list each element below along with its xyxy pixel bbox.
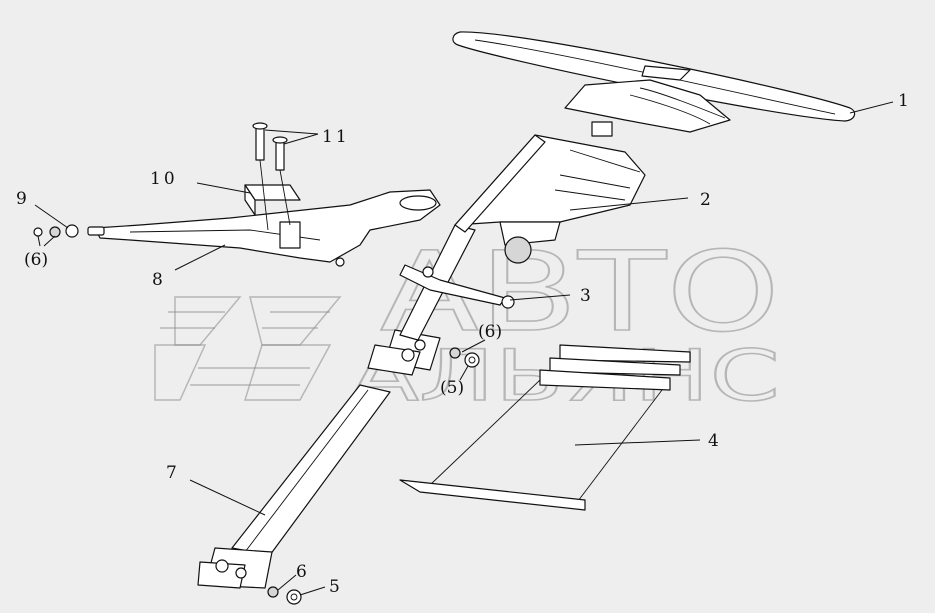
upper-universal-joint bbox=[367, 329, 480, 376]
mounting-bolts bbox=[252, 122, 291, 231]
callout-labels: 1 2 3 4 (5) 5 (6) (6) 6 7 8 9 10 11 bbox=[16, 91, 909, 597]
callout-10: 10 bbox=[150, 169, 178, 189]
steering-column bbox=[454, 121, 646, 264]
callout-9: 9 bbox=[16, 189, 27, 209]
callout-6a: (6) bbox=[478, 322, 502, 342]
support-link bbox=[399, 264, 515, 309]
callout-1: 1 bbox=[898, 91, 909, 111]
steering-wheel bbox=[452, 31, 856, 133]
callout-5b: 5 bbox=[329, 577, 340, 597]
intermediate-shaft bbox=[231, 384, 391, 556]
callout-3: 3 bbox=[580, 286, 591, 306]
callout-11: 11 bbox=[322, 127, 350, 147]
clamp-plate bbox=[244, 184, 301, 216]
callout-8: 8 bbox=[152, 270, 163, 290]
callout-6b: (6) bbox=[24, 250, 48, 270]
callout-7: 7 bbox=[166, 463, 177, 483]
bracket-fasteners bbox=[33, 224, 105, 238]
dust-boot bbox=[399, 344, 691, 511]
callout-6c: 6 bbox=[296, 562, 307, 582]
watermark-logo bbox=[154, 296, 342, 401]
callout-5a: (5) bbox=[440, 378, 464, 398]
callout-2: 2 bbox=[700, 190, 711, 210]
lower-universal-joint bbox=[197, 547, 302, 605]
leader-lines bbox=[34, 101, 894, 596]
callout-4: 4 bbox=[708, 431, 719, 451]
